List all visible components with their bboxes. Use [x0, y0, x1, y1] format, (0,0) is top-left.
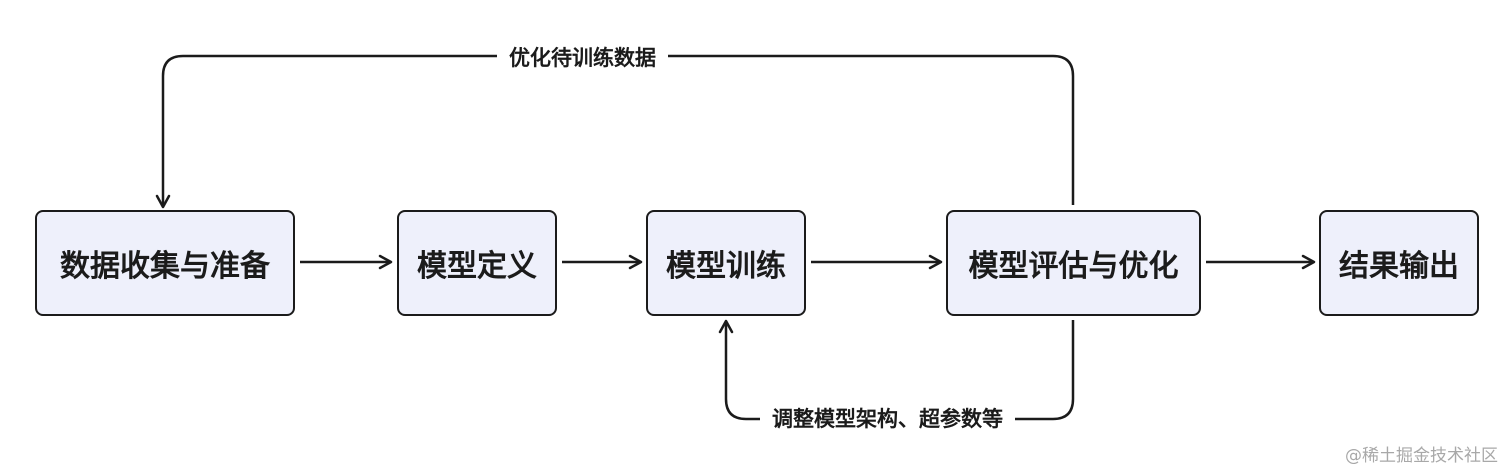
node-data-collection: 数据收集与准备: [35, 210, 295, 316]
node-result-output: 结果输出: [1319, 210, 1479, 316]
edge-label-optimize-data: 优化待训练数据: [497, 44, 668, 72]
node-model-evaluation: 模型评估与优化: [946, 210, 1201, 316]
arrow-feedback-eval-to-prep: [155, 54, 1075, 209]
watermark-text: @稀土掘金技术社区: [1345, 446, 1498, 466]
node-model-training: 模型训练: [646, 210, 806, 316]
edge-label-tune-model: 调整模型架构、超参数等: [760, 405, 1015, 433]
node-model-definition: 模型定义: [397, 210, 557, 316]
